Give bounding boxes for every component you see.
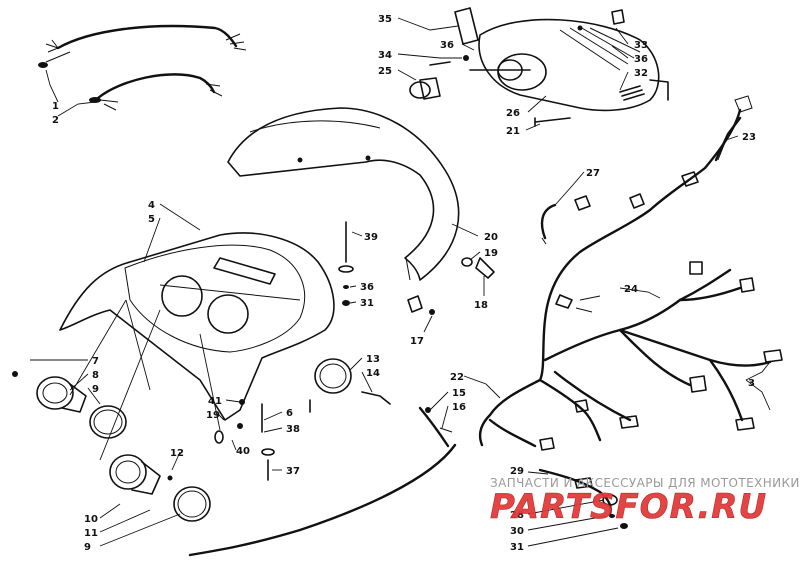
callout-2: 2 bbox=[52, 115, 59, 126]
sub-harness-27 bbox=[540, 203, 557, 245]
gauge-upper bbox=[12, 371, 127, 439]
callout-41: 41 bbox=[208, 396, 222, 407]
callout-9: 9 bbox=[84, 542, 91, 553]
callout-1: 1 bbox=[52, 101, 59, 112]
callout-31: 31 bbox=[360, 298, 374, 309]
callout-34: 34 bbox=[378, 50, 392, 61]
callout-28: 28 bbox=[510, 510, 524, 521]
small-hardware bbox=[214, 221, 495, 481]
callout-labels: 1 2 35 34 36 25 33 36 32 26 21 23 27 4 5… bbox=[52, 14, 756, 553]
watermark-logo: PARTSFOR.RU bbox=[490, 487, 767, 527]
callout-31: 31 bbox=[510, 542, 524, 553]
callout-40: 40 bbox=[236, 446, 250, 457]
callout-21: 21 bbox=[506, 126, 520, 137]
callout-27: 27 bbox=[586, 168, 600, 179]
callout-25: 25 bbox=[378, 66, 392, 77]
callout-39: 39 bbox=[364, 232, 378, 243]
watermark: ЗАПЧАСТИ И АКСЕССУАРЫ ДЛЯ МОТОТЕХНИКИ PA… bbox=[490, 476, 800, 527]
callout-20: 20 bbox=[484, 232, 498, 243]
callout-8: 8 bbox=[92, 370, 99, 381]
callout-13: 13 bbox=[366, 354, 380, 365]
main-wiring-harness bbox=[478, 95, 783, 451]
callout-19: 19 bbox=[484, 248, 498, 259]
callout-36: 36 bbox=[360, 282, 374, 293]
wire-lead-2 bbox=[89, 73, 223, 111]
callout-35: 35 bbox=[378, 14, 392, 25]
callout-33: 33 bbox=[634, 40, 648, 51]
wire-lead-1 bbox=[38, 24, 247, 68]
callout-11: 11 bbox=[84, 528, 98, 539]
callout-26: 26 bbox=[506, 108, 520, 119]
callout-37: 37 bbox=[286, 466, 300, 477]
callout-36: 36 bbox=[440, 40, 454, 51]
callout-18: 18 bbox=[474, 300, 488, 311]
windshield bbox=[227, 107, 460, 281]
speedo-cable bbox=[188, 391, 457, 557]
callout-30: 30 bbox=[510, 526, 524, 537]
callout-5: 5 bbox=[148, 214, 155, 225]
watermark-tagline: ЗАПЧАСТИ И АКСЕССУАРЫ ДЛЯ МОТОТЕХНИКИ bbox=[490, 476, 800, 490]
callout-24: 24 bbox=[624, 284, 638, 295]
callout-6: 6 bbox=[286, 408, 293, 419]
callout-17: 17 bbox=[410, 336, 424, 347]
callout-23: 23 bbox=[742, 132, 756, 143]
callout-3: 3 bbox=[748, 378, 755, 389]
leader-lines bbox=[30, 17, 771, 547]
callout-15: 15 bbox=[452, 388, 466, 399]
callout-10: 10 bbox=[84, 514, 98, 525]
callout-36: 36 bbox=[634, 54, 648, 65]
gauge-bezel-13 bbox=[314, 358, 352, 394]
callout-29: 29 bbox=[510, 466, 524, 477]
gauge-lower bbox=[109, 454, 211, 522]
hood-console bbox=[59, 232, 335, 421]
callout-32: 32 bbox=[634, 68, 648, 79]
headlight-assembly bbox=[409, 7, 669, 127]
callout-16: 16 bbox=[452, 402, 466, 413]
callout-14: 14 bbox=[366, 368, 380, 379]
callout-7: 7 bbox=[92, 356, 99, 367]
callout-4: 4 bbox=[148, 200, 155, 211]
callout-22: 22 bbox=[450, 372, 464, 383]
callout-19: 19 bbox=[206, 410, 220, 421]
callout-38: 38 bbox=[286, 424, 300, 435]
callout-9: 9 bbox=[92, 384, 99, 395]
callout-12: 12 bbox=[170, 448, 184, 459]
